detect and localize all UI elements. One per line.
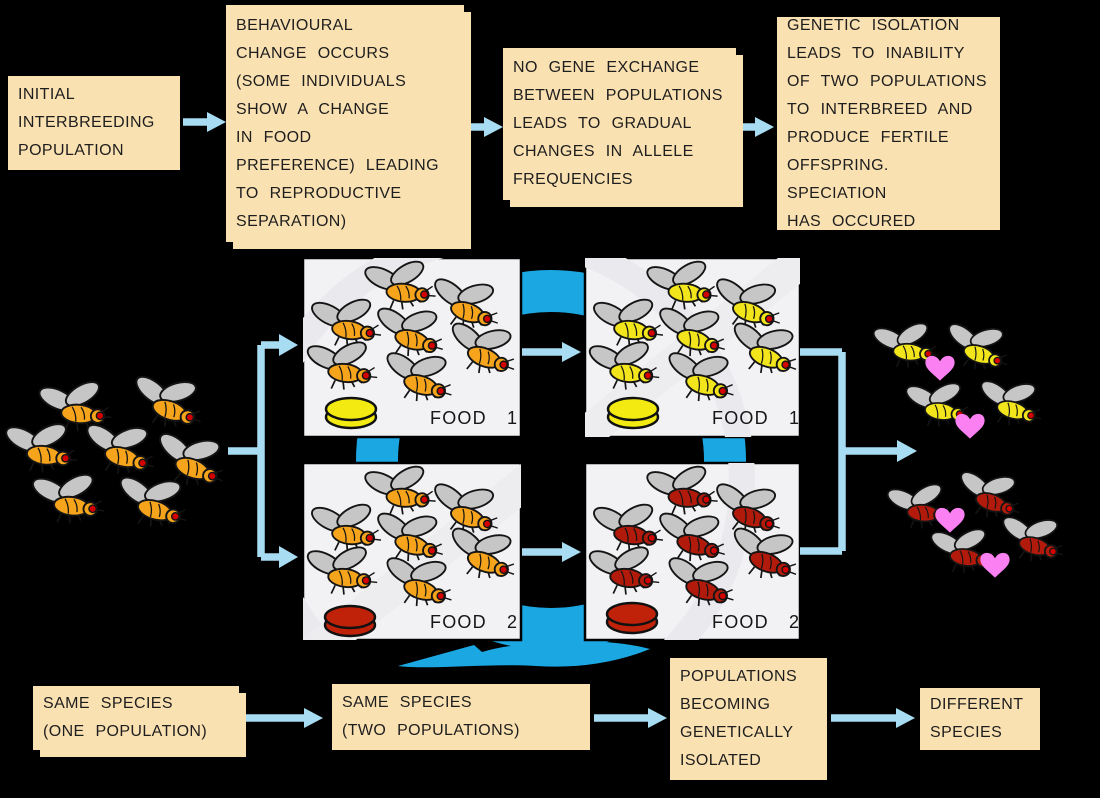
yellow-mating-pairs <box>867 315 1044 439</box>
flow-step-same-species-two-populations: SAME SPECIES (TWO POPULATIONS) <box>332 684 590 750</box>
arrow-bottom-step3-to-step4 <box>831 708 915 728</box>
fly-icon <box>26 466 107 529</box>
flow-step-genetic-isolation: GENETIC ISOLATION LEADS TO INABILITY OF … <box>777 17 1000 230</box>
flow-step-no-gene-exchange: NO GENE EXCHANGE BETWEEN POPULATIONS LEA… <box>503 48 736 200</box>
arrow-split-bracket <box>228 334 298 568</box>
fly-icon <box>112 470 191 531</box>
cycle-swoosh-arrow <box>398 612 650 668</box>
arrow-step1-to-step2 <box>183 112 226 132</box>
flow-step-initial-population: INITIAL INTERBREEDING POPULATION <box>8 76 180 170</box>
food1-disc-icon <box>324 396 378 430</box>
fly-icon <box>974 375 1044 428</box>
arrow-merge-bracket <box>800 348 917 555</box>
food1-disc-icon <box>606 396 660 430</box>
red-mating-pairs <box>881 465 1066 578</box>
generation-cycle-ring <box>356 270 746 668</box>
fly-icon <box>149 426 230 491</box>
flow-arrows <box>183 112 917 728</box>
initial-population-flies <box>0 369 230 531</box>
heart-icon <box>980 552 1010 578</box>
flow-step-same-species-one-population: SAME SPECIES (ONE POPULATION) <box>33 686 239 750</box>
food2-label: FOOD 2 <box>712 612 800 632</box>
fly-icon <box>126 369 207 432</box>
flow-step-populations-genetically-isolated: POPULATIONS BECOMING GENETICALLY ISOLATE… <box>670 658 827 780</box>
arrow-bottom-step1-to-step2 <box>244 708 323 728</box>
heart-icon <box>955 413 985 439</box>
arrow-step2-to-step3 <box>466 117 503 137</box>
arrow-food2-before-to-after <box>522 542 581 562</box>
heart-icon <box>935 507 965 533</box>
arrow-bottom-step2-to-step3 <box>594 708 667 728</box>
heart-icon <box>925 355 955 381</box>
arrow-food1-before-to-after <box>522 342 581 362</box>
food1-label: FOOD 1 <box>712 408 800 428</box>
arrow-step3-to-step4 <box>739 117 774 137</box>
food1-label: FOOD 1 <box>430 408 518 428</box>
flow-step-different-species: DIFFERENT SPECIES <box>920 688 1040 750</box>
food2-disc-icon <box>323 604 377 638</box>
food2-label: FOOD 2 <box>430 612 518 632</box>
flow-step-behavioural-change: BEHAVIOURAL CHANGE OCCURS (SOME INDIVIDU… <box>226 5 464 242</box>
fly-icon <box>80 418 157 477</box>
food2-disc-icon <box>605 601 659 635</box>
